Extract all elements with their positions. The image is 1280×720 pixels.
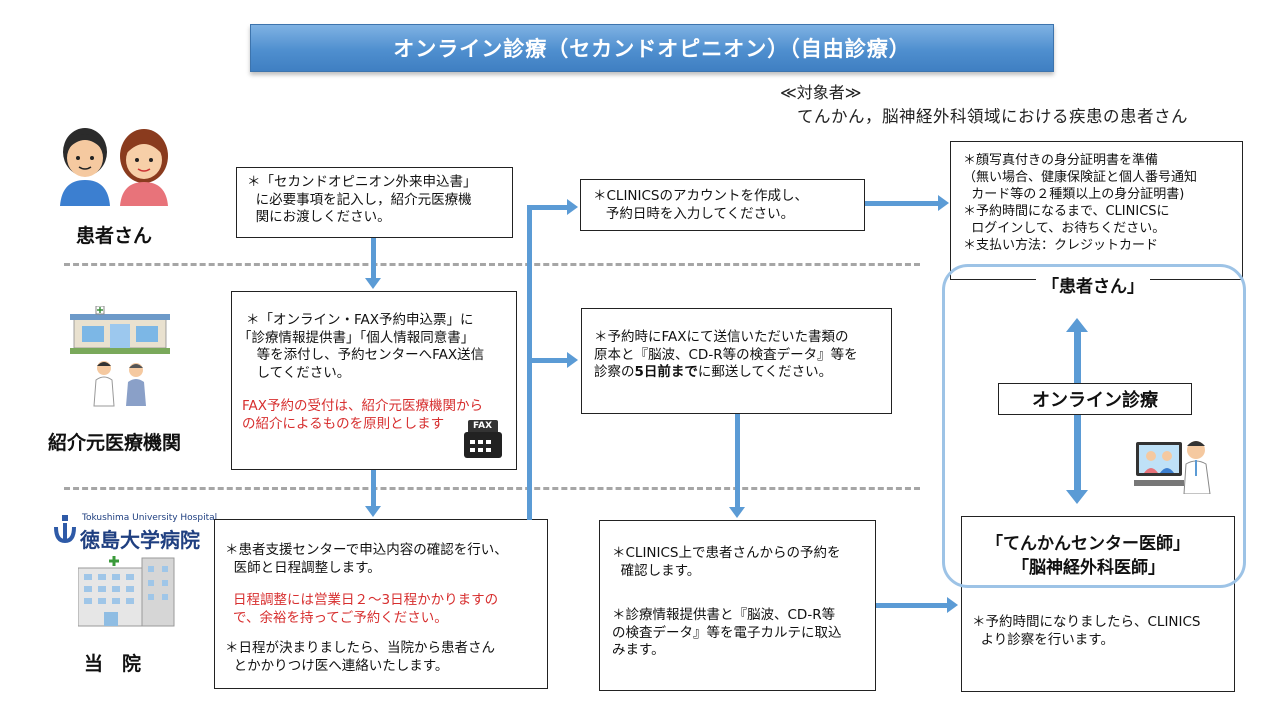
text-line: ＊予約時にFAXにて送信いただいた書類の <box>594 329 849 345</box>
patient-prep-box: ＊顔写真付きの身分証明書を準備 （無い場合、健康保険証と個人番号通知 カード等の… <box>950 141 1243 280</box>
text-line: 診察の5日前までに郵送してください。 <box>594 364 891 382</box>
arrow-head <box>567 199 578 215</box>
hospital-logo-icon <box>54 515 76 544</box>
text-line: ＊「セカンドオピニオン外来申込書」 <box>247 174 477 190</box>
text-line: ＊支払い方法：クレジットカード <box>963 238 1159 253</box>
arrow-online-down <box>1074 415 1081 491</box>
text-line: ＊日程が決まりましたら、当院から患者さん <box>225 640 495 656</box>
schedule-warning-line: 日程調整には営業日２～3日程かかりますの <box>233 592 499 608</box>
text-line: ＊顔写真付きの身分証明書を準備 <box>963 153 1159 168</box>
arrow-head <box>729 507 745 518</box>
fax-machine-icon: FAX <box>464 420 502 458</box>
fax-note-line: の紹介によるものを原則とします <box>242 415 445 432</box>
text-line: 「診療情報提供書」「個人情報同意書」 <box>238 329 475 346</box>
text-line: 等を添付し、予約センターへFAX送信 <box>248 347 485 363</box>
text-line: ＊診療情報提供書と『脳波、CD-R等 <box>612 607 836 623</box>
fax-label: FAX <box>473 421 493 431</box>
arrow-online-up <box>1074 331 1081 383</box>
fax-note-line: FAX予約の受付は、紹介元医療機関から <box>242 398 484 414</box>
arrow-to-clinics-account <box>527 205 568 210</box>
role-referrer-label: 紹介元医療機関 <box>48 432 182 454</box>
schedule-warning-line: で、余裕を持ってご予約ください。 <box>233 609 448 626</box>
text-line: ログインして、お待ちください。 <box>963 221 1166 236</box>
text-line: ＊「オンライン・FAX予約申込票」に <box>246 312 474 328</box>
text-line: ＊予約時間になるまで、CLINICSに <box>963 204 1170 219</box>
doctor-label-neurosurgery: 「脳神経外科医師」 <box>1012 558 1165 578</box>
doctor-video-call-icon <box>1134 441 1211 494</box>
arrow-referrer-to-hospital <box>371 470 376 507</box>
doctor-label-epilepsy: 「てんかんセンター医師」 <box>986 534 1190 554</box>
arrow-head <box>1066 490 1088 504</box>
hospital-coord-box: ＊患者支援センターで申込内容の確認を行い、 医師と日程調整します。 日程調整には… <box>214 519 548 689</box>
text-line: ＊CLINICS上で患者さんからの予約を <box>612 545 841 561</box>
separator-2 <box>64 487 920 490</box>
text-fragment: に郵送してください。 <box>697 364 833 380</box>
doctor-patient-consult-icon <box>93 361 146 407</box>
patient-form-box: ＊「セカンドオピニオン外来申込書」 に必要事項を記入し，紹介元医療機 関にお渡し… <box>236 167 513 238</box>
arrow-head <box>1066 318 1088 332</box>
text-line: みます。 <box>612 642 665 658</box>
deadline-emphasis: 5日前まで <box>634 364 698 380</box>
arrow-confirm-to-doctor <box>876 603 948 608</box>
text-line: ＊患者支援センターで申込内容の確認を行い、 <box>225 542 508 558</box>
arrow-head <box>938 195 949 211</box>
page-title: オンライン診療（セカンドオピニオン）（自由診療） <box>250 24 1054 72</box>
text-fragment: 診察の <box>594 364 635 380</box>
text-line: とかかりつけ医へ連絡いたします。 <box>225 657 449 674</box>
text-line: ＊CLINICSのアカウントを作成し、 <box>593 188 809 204</box>
arrow-head <box>365 278 381 289</box>
arrow-head <box>365 506 381 517</box>
text-line: （無い場合、健康保険証と個人番号通知 <box>963 170 1198 185</box>
separator-1 <box>64 263 920 266</box>
hospital-logo-jp: 徳島大学病院 <box>80 528 200 552</box>
target-heading: ≪対象者≫ <box>780 83 862 102</box>
text-line: 原本と『脳波、CD-R等の検査データ』等を <box>594 346 858 363</box>
online-consult-label: オンライン診療 <box>998 383 1192 415</box>
text-line: に必要事項を記入し，紹介元医療機 <box>247 191 472 208</box>
target-description: てんかん，脳神経外科領域における疾患の患者さん <box>797 107 1188 126</box>
patient-couple-icon <box>60 128 168 206</box>
doctor-box <box>961 516 1235 692</box>
hospital-logo-en: Tokushima University Hospital <box>82 513 218 523</box>
arrow-head <box>567 352 578 368</box>
text-line: より診察を行います。 <box>972 631 1114 648</box>
text-line: 関にお渡しください。 <box>247 209 391 225</box>
text-line: カード等の２種類以上の身分証明書) <box>963 187 1185 202</box>
clinics-account-box: ＊CLINICSのアカウントを作成し、 予約日時を入力してください。 <box>580 179 865 231</box>
arrow-to-mail-docs <box>527 358 568 363</box>
text-line: してください。 <box>248 364 351 381</box>
online-consult-frame <box>942 264 1246 588</box>
frame-patient-label: 「患者さん」 <box>1036 272 1150 297</box>
text-line: の検査データ』等を電子カルテに取込 <box>612 624 842 641</box>
clinics-confirm-box: ＊CLINICS上で患者さんからの予約を 確認します。 ＊診療情報提供書と『脳波… <box>599 520 876 691</box>
arrow-clinics-to-patient-prep <box>865 201 939 206</box>
referrer-fax-box: ＊「オンライン・FAX予約申込票」に 「診療情報提供書」「個人情報同意書」 等を… <box>231 291 517 470</box>
role-patient-label: 患者さん <box>76 225 153 247</box>
arrow-patient-to-referrer <box>371 238 376 279</box>
role-hospital-label: 当 院 <box>84 653 142 675</box>
text-line: 予約日時を入力してください。 <box>593 205 795 222</box>
arrow-mail-to-confirm <box>735 414 740 508</box>
mail-documents-box: ＊予約時にFAXにて送信いただいた書類の 原本と『脳波、CD-R等の検査データ』… <box>581 308 892 414</box>
hospital-building-icon <box>78 556 175 627</box>
clinic-building-icon <box>70 306 170 354</box>
text-line: 確認します。 <box>612 562 701 579</box>
text-line: ＊予約時間になりましたら、CLINICS <box>972 614 1201 630</box>
arrow-head <box>947 597 958 613</box>
text-line: 医師と日程調整します。 <box>225 559 381 576</box>
exam-text: ＊予約時間になりましたら、CLINICS より診察を行います。 <box>972 614 1201 649</box>
